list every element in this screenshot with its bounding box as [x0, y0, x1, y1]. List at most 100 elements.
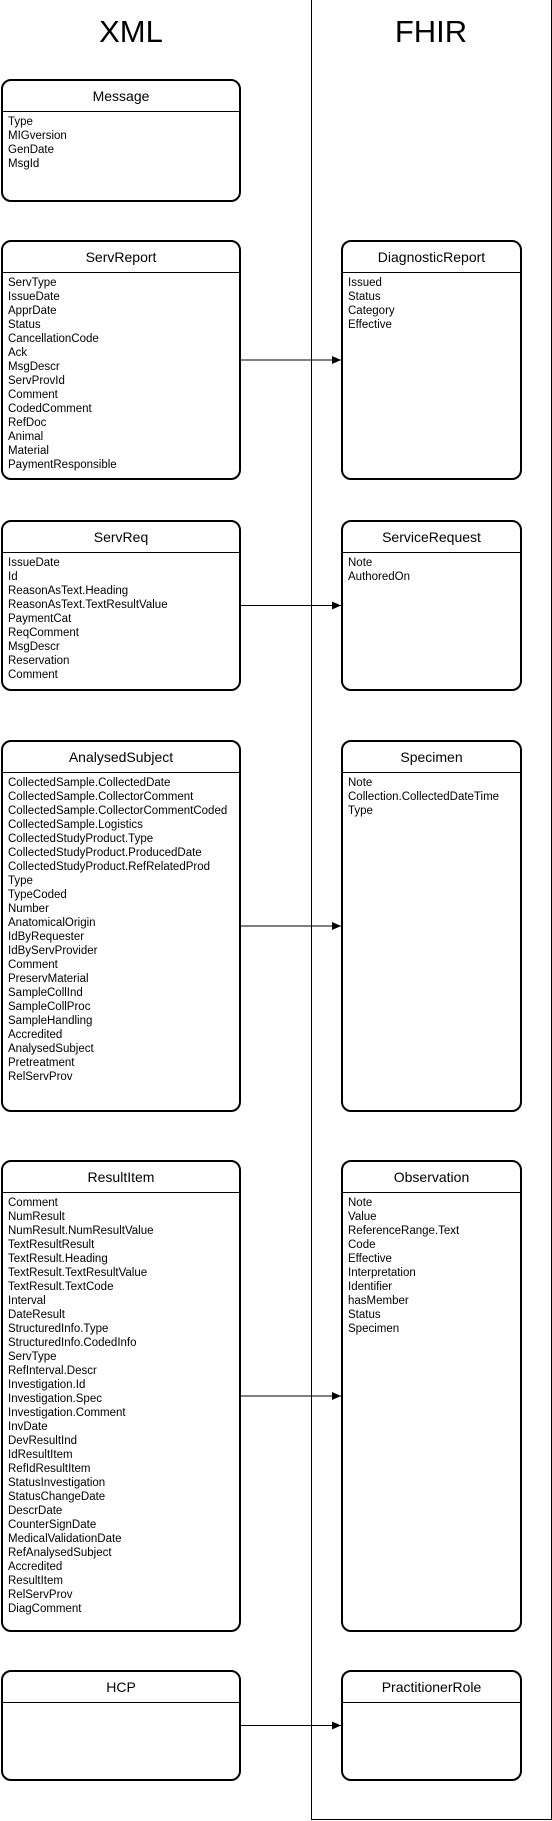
field-item: Interpretation [348, 1267, 416, 1279]
field-item: Effective [348, 319, 392, 331]
field-item: Status [348, 291, 381, 303]
field-item: Comment [8, 1197, 58, 1209]
field-item: MedicalValidationDate [8, 1533, 122, 1545]
field-item: CancellationCode [8, 333, 99, 345]
fhir-box-title: DiagnosticReport [343, 242, 520, 273]
field-item: SampleCollInd [8, 987, 83, 999]
field-item: Code [348, 1239, 376, 1251]
field-item: Investigation.Comment [8, 1407, 126, 1419]
field-item: ReasonAsText.TextResultValue [8, 599, 168, 611]
fhir-box-title: PractitionerRole [343, 1672, 520, 1703]
field-item: Reservation [8, 655, 70, 667]
field-item: AuthoredOn [348, 571, 411, 583]
field-item: CollectedSample.Logistics [8, 819, 143, 831]
field-item: CollectedSample.CollectorCommentCoded [8, 805, 228, 817]
field-item: Note [348, 1197, 373, 1209]
xml-box-title: HCP [3, 1672, 239, 1703]
field-item: Ack [8, 347, 28, 359]
xml-box-title: ResultItem [3, 1162, 239, 1193]
field-item: IdByServProvider [8, 945, 98, 957]
field-item: SampleCollProc [8, 1001, 91, 1013]
field-item: RefIdResultItem [8, 1463, 91, 1475]
field-item: Issued [348, 277, 382, 289]
xml-box-title: AnalysedSubject [3, 742, 239, 773]
field-item: ReasonAsText.Heading [8, 585, 129, 597]
xml-box-title: Message [3, 81, 239, 112]
xml-box-title: ServReport [3, 242, 239, 273]
field-item: Note [348, 777, 373, 789]
field-item: AnatomicalOrigin [8, 917, 96, 929]
field-item: CounterSignDate [8, 1519, 97, 1531]
field-item: RelServProv [8, 1071, 73, 1083]
field-item: CollectedStudyProduct.ProducedDate [8, 847, 202, 859]
field-item: StructuredInfo.Type [8, 1323, 109, 1335]
field-item: Specimen [348, 1323, 400, 1335]
fhir-box-title: Observation [343, 1162, 520, 1193]
field-item: NumResult [8, 1211, 65, 1223]
field-item: CollectedStudyProduct.Type [8, 833, 154, 845]
field-item: MsgDescr [8, 361, 60, 373]
field-item: Pretreatment [8, 1057, 75, 1069]
field-item: TextResult.TextCode [8, 1281, 114, 1293]
field-item: Identifier [348, 1281, 393, 1293]
fhir-box-title: ServiceRequest [343, 522, 520, 553]
field-item: Interval [8, 1295, 46, 1307]
fhir-box-practitioner-role[interactable]: PractitionerRole [341, 1670, 522, 1781]
field-item: RefInterval.Descr [8, 1365, 97, 1377]
field-item: ResultItem [8, 1575, 63, 1587]
field-item: TextResultResult [8, 1239, 95, 1251]
field-item: TypeCoded [8, 889, 67, 901]
field-item: IssueDate [8, 291, 60, 303]
field-item: DescrDate [8, 1505, 63, 1517]
field-item: ApprDate [8, 305, 57, 317]
field-item: Investigation.Id [8, 1379, 86, 1391]
field-item: Material [8, 445, 49, 457]
field-item: IssueDate [8, 557, 60, 569]
field-item: NumResult.NumResultValue [8, 1225, 154, 1237]
field-item: CollectedSample.CollectedDate [8, 777, 171, 789]
field-item: CollectedStudyProduct.RefRelatedProd [8, 861, 211, 873]
field-item: StructuredInfo.CodedInfo [8, 1337, 137, 1349]
field-item: IdResultItem [8, 1449, 73, 1461]
field-item: RelServProv [8, 1589, 73, 1601]
field-item: ServType [8, 277, 57, 289]
field-item: DevResultInd [8, 1435, 78, 1447]
xml-box-hcp[interactable]: HCP [1, 1670, 241, 1781]
field-item: Investigation.Spec [8, 1393, 102, 1405]
field-item: MsgId [8, 158, 40, 170]
field-item: MsgDescr [8, 641, 60, 653]
field-item: TextResult.Heading [8, 1253, 108, 1265]
field-item: IdByRequester [8, 931, 85, 943]
field-item: AnalysedSubject [8, 1043, 94, 1055]
field-item: MIGversion [8, 130, 67, 142]
field-item: Type [8, 116, 33, 128]
field-item: Value [348, 1211, 377, 1223]
fhir-box-title: Specimen [343, 742, 520, 773]
field-item: GenDate [8, 144, 55, 156]
field-item: RefDoc [8, 417, 47, 429]
field-item: Id [8, 571, 18, 583]
field-item: Comment [8, 669, 58, 681]
field-item: Number [8, 903, 49, 915]
field-item: ReqComment [8, 627, 79, 639]
field-item: Comment [8, 959, 58, 971]
field-item: hasMember [348, 1295, 409, 1307]
xml-box-title: ServReq [3, 522, 239, 553]
field-item: TextResult.TextResultValue [8, 1267, 148, 1279]
